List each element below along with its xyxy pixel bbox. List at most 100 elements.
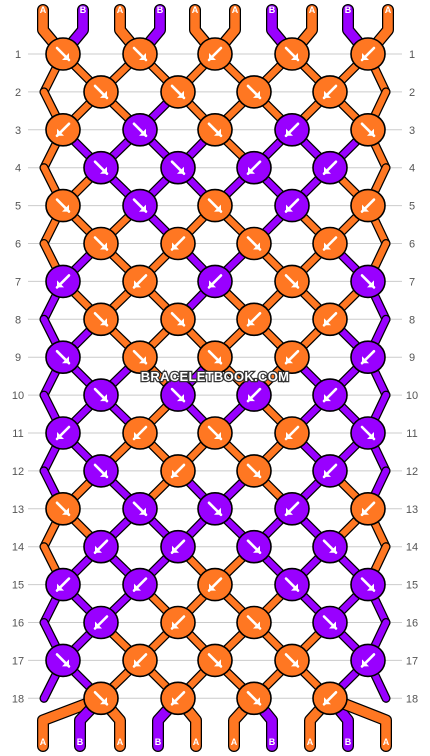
arrow-down-left-icon [95,621,102,629]
arrow-down-right-icon [100,697,107,705]
knot [83,150,119,185]
arrow-down-right-icon [214,432,221,439]
knot [160,529,196,564]
thread-label-bottom: A [383,737,390,747]
thread-label-top: A [309,5,316,15]
arrow-down-left-icon [134,659,141,667]
knot [83,75,119,109]
arrow-down-right-icon [367,280,374,288]
knot [122,567,158,602]
row-number-left: 10 [12,390,24,402]
arrow-down-left-icon [209,583,216,591]
knot [197,188,233,223]
knot [83,378,119,412]
row-number-right: 14 [406,542,418,554]
thread-label-top: B [80,5,87,15]
knot [197,264,233,299]
knot [45,491,81,526]
thread-label-bottom: B [269,737,276,747]
arrow-down-right-icon [214,356,221,364]
arrow-down-right-icon [367,432,374,439]
knot [312,529,348,564]
knot-grid [45,37,386,716]
row-number-right: 6 [409,239,415,251]
arrow-down-right-icon [177,318,184,326]
knot [350,416,386,450]
arrow-down-right-icon [291,280,298,288]
arrow-down-right-icon [177,90,184,98]
knot [350,340,386,375]
arrow-down-right-icon [214,659,221,667]
thread-end [325,693,391,751]
knot [236,529,272,564]
knot [350,188,386,223]
arrow-down-right-icon [177,394,184,402]
arrow-down-right-icon [214,128,221,136]
knot [274,340,310,375]
arrow-down-left-icon [57,432,64,439]
knot [312,75,348,109]
arrow-down-left-icon [324,242,331,250]
knot [236,302,272,337]
arrow-down-left-icon [248,166,255,174]
arrow-down-left-icon [286,204,293,212]
knot [160,226,196,261]
knot [160,378,196,412]
row-number-left: 3 [15,125,21,137]
arrow-down-right-icon [139,128,146,136]
thread-label-top: B [269,5,276,15]
arrow-down-right-icon [139,507,146,515]
arrow-down-left-icon [324,469,331,477]
knot [197,340,233,375]
knot [312,681,348,716]
knot [197,113,233,147]
knot [83,681,119,716]
knot [350,113,386,147]
knot [350,643,386,678]
knot [236,681,272,716]
arrow-down-right-icon [253,697,260,705]
thread-label-top: B [345,5,352,15]
knot [236,378,272,412]
arrow-down-left-icon [172,545,179,553]
arrow-down-left-icon [172,242,179,250]
row-number-right: 18 [406,693,418,705]
row-number-left: 13 [12,504,24,516]
row-number-right: 8 [409,314,415,326]
row-number-right: 4 [409,163,415,175]
arrow-down-right-icon [253,469,260,477]
arrow-down-right-icon [100,318,107,326]
row-number-right: 12 [406,466,418,478]
knot [197,567,233,602]
knot [350,567,386,602]
knot [45,113,81,147]
arrow-down-right-icon [62,356,69,364]
arrow-down-right-icon [329,545,336,553]
arrow-down-right-icon [100,242,107,250]
knot [350,491,386,526]
knot [45,264,81,299]
row-number-right: 17 [406,655,418,667]
arrow-down-right-icon [139,204,146,212]
knot [312,454,348,488]
arrow-down-left-icon [362,53,369,60]
arrow-down-right-icon [62,659,69,667]
arrow-down-right-icon [100,90,107,98]
thread-label-bottom: A [193,737,200,747]
arrow-down-left-icon [134,583,141,591]
row-number-right: 7 [409,276,415,288]
arrow-down-right-icon [139,53,146,60]
knot [350,37,386,71]
arrow-down-left-icon [209,53,216,60]
arrow-down-right-icon [367,583,374,591]
thread-label-bottom: B [155,737,162,747]
knot [45,416,81,450]
row-number-left: 2 [15,87,21,99]
arrow-down-left-icon [57,583,64,591]
arrow-down-left-icon [362,507,369,515]
knot [83,454,119,488]
arrow-down-right-icon [253,242,260,250]
thread-label-top: A [40,5,47,15]
knot [83,302,119,337]
